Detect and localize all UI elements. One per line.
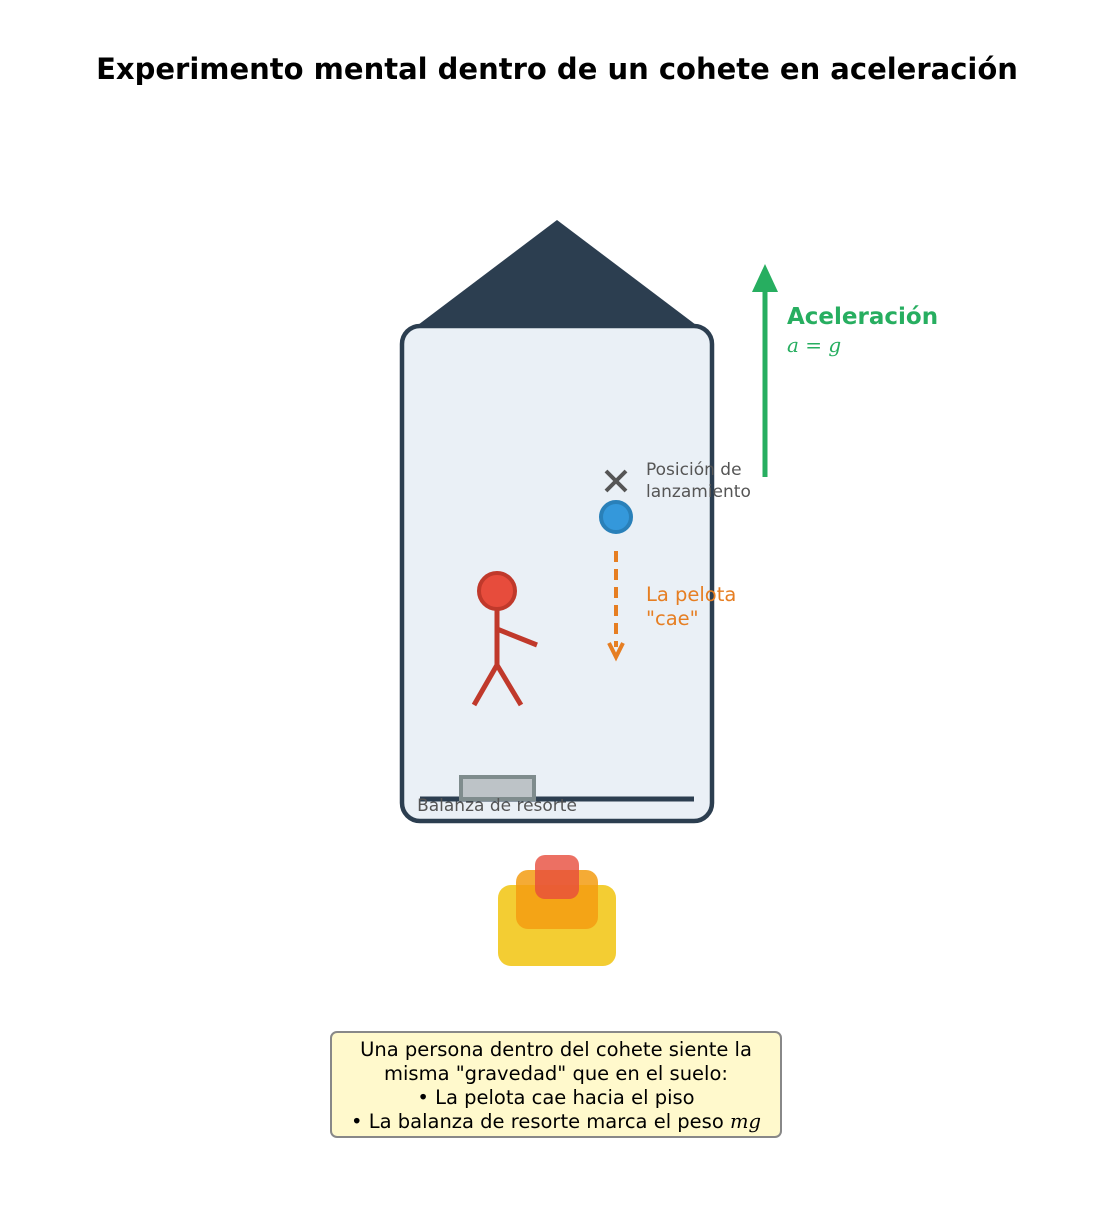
diagram-title: Experimento mental dentro de un cohete e… — [96, 52, 1018, 86]
acceleration-formula: a = g — [787, 333, 841, 357]
acceleration-arrow-head — [752, 264, 778, 292]
fall-arrow-head — [607, 642, 625, 662]
person-right-leg — [494, 663, 524, 707]
scale-label: Balanza de resorte — [417, 796, 577, 816]
launch-position-marker — [604, 469, 628, 493]
fall-label-line2: "cae" — [646, 607, 699, 630]
person-left-leg — [471, 663, 500, 707]
rocket-flame — [498, 855, 616, 966]
person-head — [477, 571, 517, 611]
spring-scale — [459, 775, 536, 801]
launch-position-label: Posición de — [646, 460, 742, 480]
person-arm — [496, 626, 538, 648]
person-figure — [471, 571, 538, 707]
fall-label-line1: La pelota — [646, 583, 736, 606]
launch-position-label-2: lanzamiento — [646, 482, 751, 502]
note-line-3: • La pelota cae hacia el piso — [417, 1086, 695, 1109]
ball — [599, 500, 633, 534]
rocket-nose-cone — [410, 220, 704, 331]
rocket-body — [399, 323, 715, 824]
launch-position-line1: Posición de — [646, 460, 742, 480]
flame-inner — [535, 855, 579, 899]
note-line-4-math: mg — [729, 1110, 761, 1133]
note-line-4: • La balanza de resorte marca el peso mg — [332, 1110, 780, 1134]
note-line-4-text: • La balanza de resorte marca el peso — [351, 1110, 730, 1133]
explanation-note: Una persona dentro del cohete siente la … — [330, 1031, 782, 1138]
note-line-2: misma "gravedad" que en el suelo: — [384, 1062, 728, 1085]
launch-position-line2: lanzamiento — [646, 482, 751, 502]
acceleration-label: Aceleración — [787, 304, 938, 330]
note-line-1: Una persona dentro del cohete siente la — [360, 1038, 752, 1061]
